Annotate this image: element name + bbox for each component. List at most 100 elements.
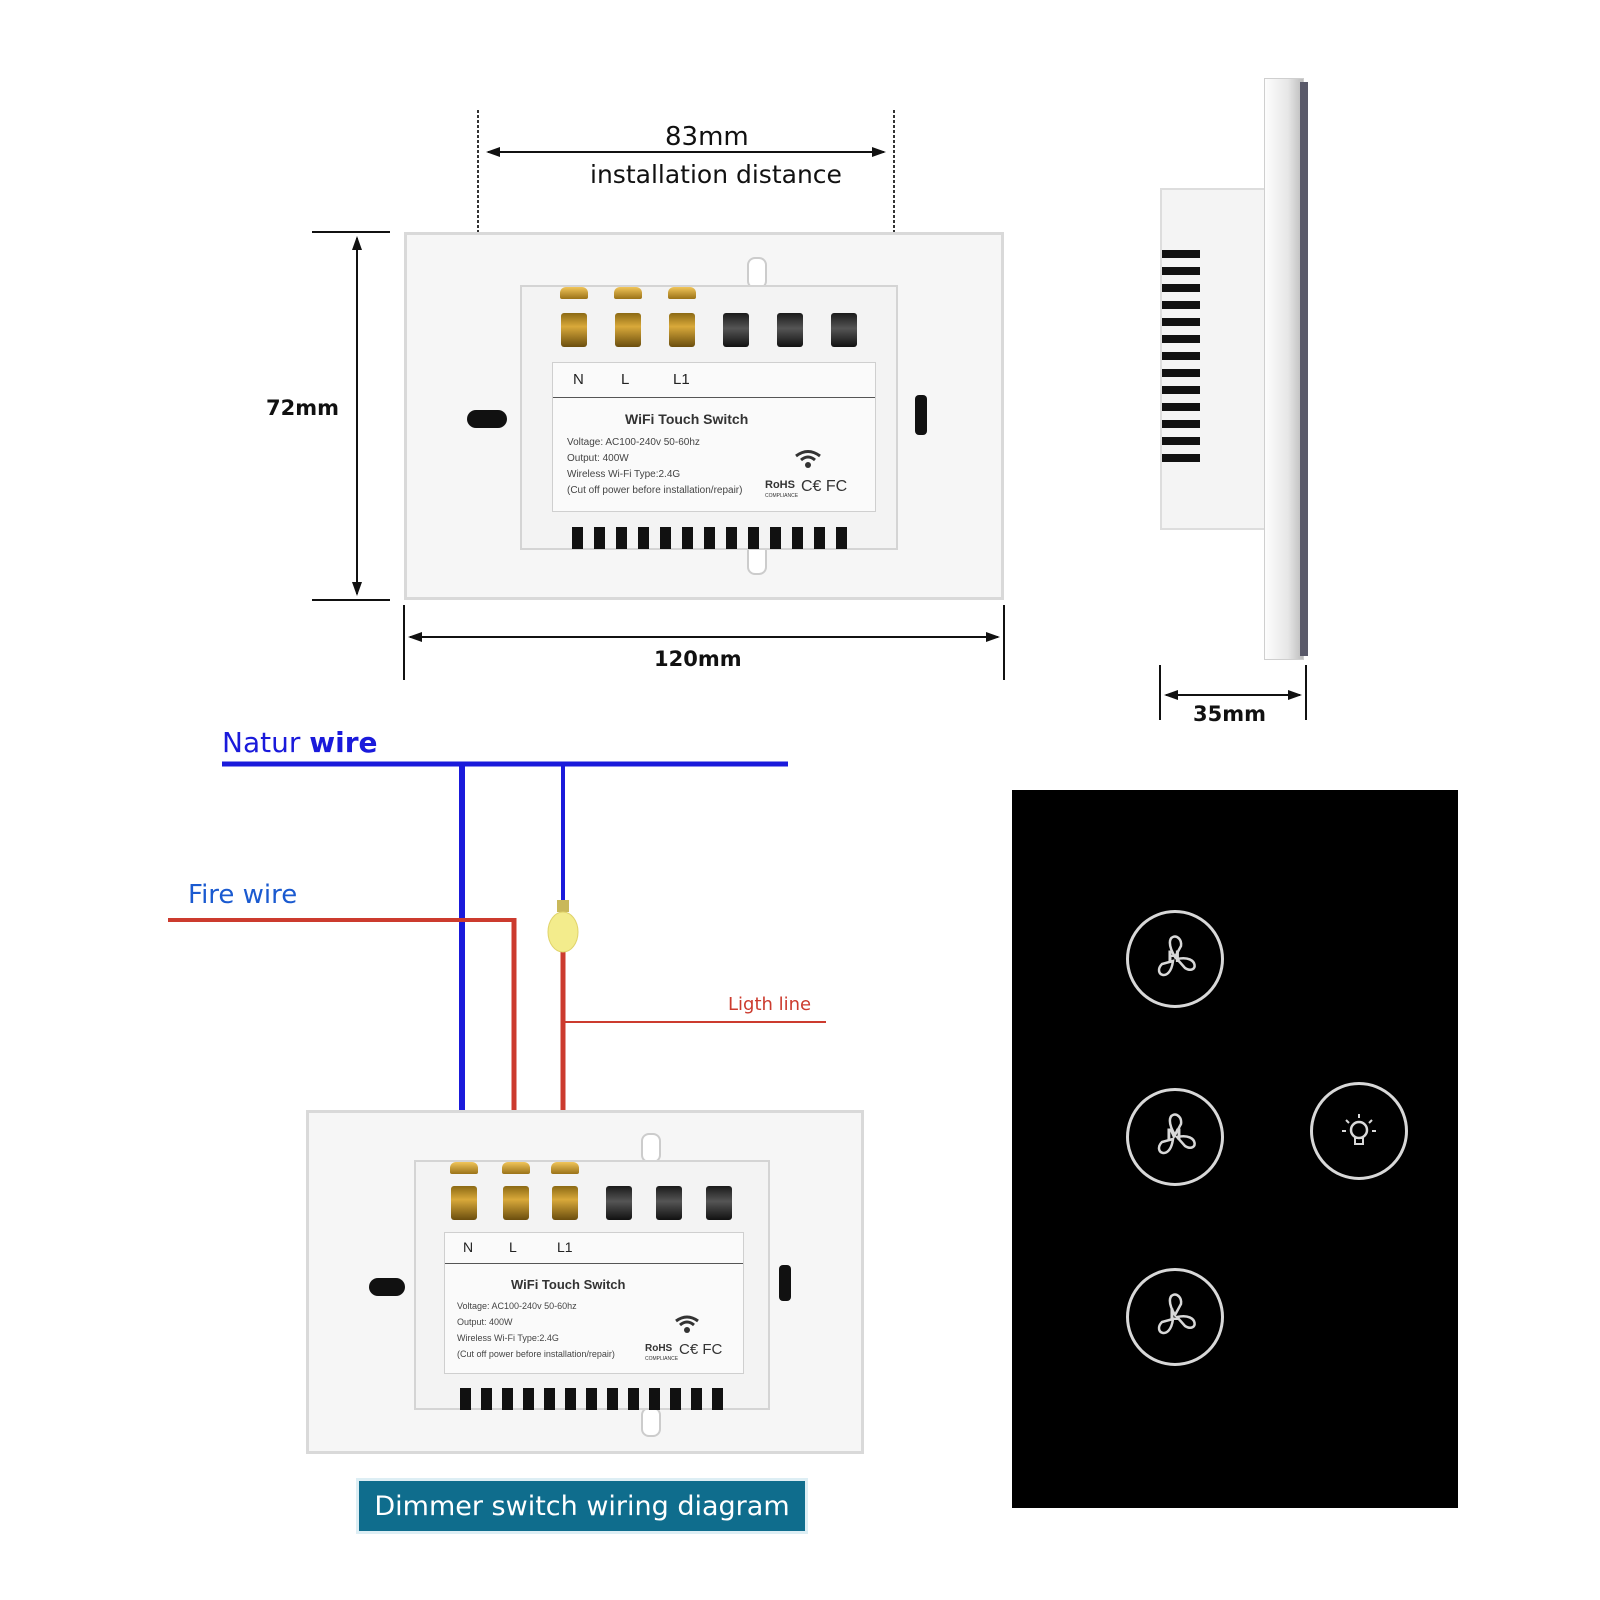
wiring-lines [168,761,826,1120]
vent-slot [660,527,671,549]
fan-low-icon [1157,1293,1196,1335]
vent-slot [691,1388,702,1410]
vent-slot [1162,335,1200,343]
fire-wire-label: Fire wire [188,880,298,910]
spec-voltage: Voltage: AC100-240v 50-60hz [567,437,700,448]
dimension-lines [312,110,1307,720]
terminal-n [451,1186,477,1220]
terminal-label-l: L [621,371,630,388]
vent-slot [726,527,737,549]
switch-title: WiFi Touch Switch [625,411,749,427]
vent-slot [792,527,803,549]
spec-output: Output: 400W [457,1317,513,1327]
wifi-icon [675,1315,699,1333]
terminal [606,1186,632,1220]
light-button[interactable] [1310,1082,1408,1180]
vent-slot [638,527,649,549]
terminal-label-n: N [463,1239,474,1255]
fan-high-icon [1157,935,1196,977]
vent-slot [616,527,627,549]
vent-slot [460,1388,471,1410]
light-bulb-icon [547,900,579,953]
vent-slot [565,1388,576,1410]
mounting-hole [467,410,507,428]
spec-label: N L L1 WiFi Touch Switch Voltage: AC100-… [552,362,876,512]
depth-dimension: 35mm [1193,702,1266,726]
terminal-label-l: L [509,1239,517,1255]
vent-slot [544,1388,555,1410]
width-dimension: 120mm [654,647,742,671]
terminal [831,313,857,347]
vent-slot [628,1388,639,1410]
vent-slot [712,1388,723,1410]
fan-low-button[interactable]: L [1126,1268,1224,1366]
spec-output: Output: 400W [567,453,629,464]
terminal [777,313,803,347]
vent-slot [1162,318,1200,326]
neutral-wire-label: Natur wire [222,726,378,759]
spec-wireless: Wireless Wi-Fi Type:2.4G [457,1333,559,1343]
fan-high-button[interactable]: H [1126,910,1224,1008]
vent-slot [1162,352,1200,360]
terminal-label-l1: L1 [673,371,690,388]
vent-slot [1162,267,1200,275]
vent-slot [748,527,759,549]
fan-low-letter: L [1169,1305,1180,1324]
vent-slot [586,1388,597,1410]
terminal [706,1186,732,1220]
mounting-hole [915,395,927,435]
spec-wireless: Wireless Wi-Fi Type:2.4G [567,469,681,480]
vent-slot [481,1388,492,1410]
vent-slot [704,527,715,549]
fan-medium-letter: M [1166,1125,1182,1144]
rohs-mark: RoHS [645,1343,673,1354]
rohs-mark: RoHS [765,479,795,491]
installation-distance-value: 83mm [665,122,749,152]
vent-slot [1162,369,1200,377]
vent-slot [1162,454,1200,462]
spec-voltage: Voltage: AC100-240v 50-60hz [457,1301,577,1311]
light-bulb-icon [1342,1114,1376,1145]
diagram-caption: Dimmer switch wiring diagram [356,1478,808,1534]
vent-slot [682,527,693,549]
light-line-label: Ligth line [728,994,812,1015]
glass-edge [1300,82,1308,656]
rohs-compliance: COMPLIANCE [765,493,799,499]
vent-slot [1162,403,1200,411]
mounting-slot [641,1407,661,1437]
vent-slot [670,1388,681,1410]
terminal [656,1186,682,1220]
height-dimension: 72mm [266,396,339,420]
vent-slot [770,527,781,549]
switch-side-body [1160,188,1270,530]
terminal-n [561,313,587,347]
vent-slot [1162,386,1200,394]
spec-warning: (Cut off power before installation/repai… [457,1349,615,1359]
switch-side-plate [1264,78,1304,660]
mounting-slot [641,1133,661,1163]
vent-slot [594,527,605,549]
vent-slot [1162,284,1200,292]
vent-slot [1162,420,1200,428]
terminal [723,313,749,347]
vent-slot [607,1388,618,1410]
ce-fc-mark: C€ FC [679,1341,723,1358]
vent-slot [649,1388,660,1410]
terminal-label-n: N [573,371,584,388]
vent-slot [502,1388,513,1410]
switch-title: WiFi Touch Switch [511,1277,626,1292]
terminal-l1 [552,1186,578,1220]
terminal-l [615,313,641,347]
vent-slot [1162,301,1200,309]
spec-warning: (Cut off power before installation/repai… [567,485,743,496]
terminal-l1 [669,313,695,347]
vent-slot [836,527,847,549]
mounting-hole [369,1278,405,1296]
fan-medium-button[interactable]: M [1126,1088,1224,1186]
fan-medium-icon [1157,1113,1196,1155]
fan-high-letter: H [1167,947,1181,966]
vent-slot [1162,250,1200,258]
rohs-compliance: COMPLIANCE [645,1356,679,1362]
vent-slot [1162,437,1200,445]
touch-glass-panel: H M L [1012,790,1458,1508]
